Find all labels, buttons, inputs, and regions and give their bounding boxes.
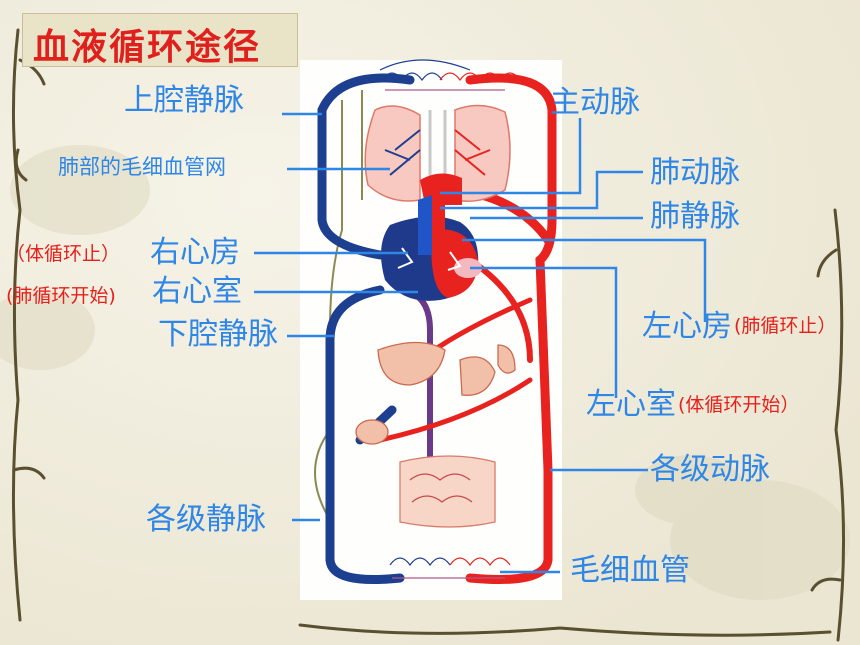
vine-frame bbox=[11, 28, 846, 642]
label-pulmonary-artery: 肺动脉 bbox=[650, 155, 740, 190]
label-veins: 各级静脉 bbox=[146, 502, 266, 537]
label-aorta: 主动脉 bbox=[550, 85, 640, 120]
label-right-ventricle: 右心室 bbox=[152, 274, 242, 309]
leader-pulmonary-artery bbox=[440, 170, 643, 210]
note-right-atrium: （体循环止） bbox=[6, 243, 121, 265]
heart bbox=[381, 173, 482, 301]
label-left-atrium: 左心房 bbox=[642, 309, 732, 344]
label-pulmonary-vein: 肺静脉 bbox=[650, 199, 740, 234]
label-pulmonary-capillaries: 肺部的毛细血管网 bbox=[58, 155, 226, 179]
decorative-blossoms bbox=[0, 145, 850, 600]
abdominal-organs bbox=[355, 341, 516, 528]
leader-lines bbox=[254, 112, 707, 574]
label-right-atrium: 右心房 bbox=[150, 235, 240, 270]
page-title: 血液循环途径 bbox=[33, 27, 262, 68]
title-box: 血液循环途径 bbox=[22, 13, 298, 68]
note-right-ventricle: (肺循环开始) bbox=[6, 285, 116, 307]
leader-aorta bbox=[440, 118, 582, 195]
leader-left-ventricle bbox=[470, 266, 618, 398]
label-capillaries: 毛细血管 bbox=[570, 553, 690, 588]
label-left-ventricle: 左心室 bbox=[586, 387, 676, 422]
leader-left-atrium bbox=[462, 238, 707, 322]
note-left-atrium: (肺循环止） bbox=[734, 315, 837, 337]
label-arteries: 各级动脉 bbox=[650, 452, 770, 487]
label-inferior-vena-cava: 下腔静脉 bbox=[158, 317, 278, 352]
bottom-capillary-bed bbox=[389, 557, 511, 579]
label-superior-vena-cava: 上腔静脉 bbox=[124, 83, 244, 118]
note-left-ventricle: (体循环开始） bbox=[678, 394, 800, 416]
top-capillary-bed bbox=[379, 59, 521, 91]
